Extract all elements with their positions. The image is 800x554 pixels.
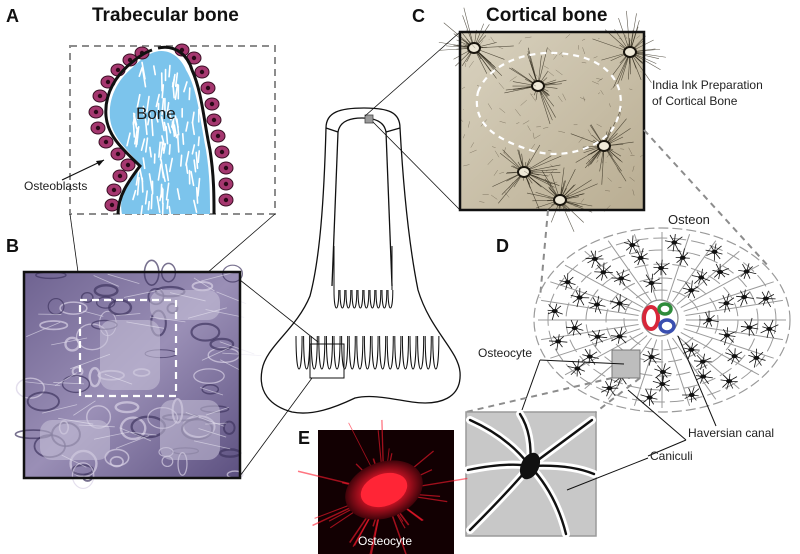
cortical-micrograph xyxy=(438,7,666,232)
panel-e-letter: E xyxy=(298,428,311,448)
bone-label: Bone xyxy=(136,104,176,123)
india-ink-caption-line1: India Ink Preparation xyxy=(652,78,763,92)
trabecular-zoom-box xyxy=(69,45,276,215)
panel-a-letter: A xyxy=(6,6,19,26)
osteon-label: Osteon xyxy=(668,212,710,227)
long-bone-outline xyxy=(260,107,461,414)
label-pointers xyxy=(521,335,717,457)
haversian-canal xyxy=(641,299,679,337)
guide-c-d-left xyxy=(539,209,549,299)
osteon-schematic xyxy=(533,227,791,413)
osteoblast-pointer-head xyxy=(96,160,104,166)
india-ink-caption-line2: of Cortical Bone xyxy=(652,94,738,108)
connector-b-bone-top xyxy=(239,279,319,343)
trabecular-sample-box xyxy=(309,343,345,379)
osteocyte-cell-body xyxy=(519,452,541,480)
osteocyte-micrograph-label: Osteocyte xyxy=(358,534,413,548)
caniculi-pointer xyxy=(566,457,649,491)
osteon-outline-dashed xyxy=(475,51,622,155)
trabecular-schematic xyxy=(61,43,234,222)
lacuna-zoom xyxy=(464,410,649,538)
connector-bone-c-top xyxy=(364,31,461,117)
connector-a-b-left xyxy=(69,213,79,273)
panel-c-letter: C xyxy=(412,6,425,26)
panel-b-letter: B xyxy=(6,236,19,256)
osteocyte-label: Osteocyte xyxy=(478,346,533,360)
trabecular-micrograph xyxy=(14,259,262,490)
histology-texture xyxy=(14,259,262,490)
bone-lamellae xyxy=(126,61,201,222)
bone-surface-left xyxy=(104,48,153,215)
osteoblast-cells xyxy=(88,43,234,212)
bone-surface-right xyxy=(157,45,216,215)
guide-c-d-right xyxy=(643,129,771,269)
caniculi-label: Caniculi xyxy=(650,449,693,463)
micrograph-zoom-box xyxy=(78,298,178,398)
guide-d-zoom-right xyxy=(595,377,641,413)
osteoblast-pointer xyxy=(61,159,105,181)
trabecular-loops xyxy=(295,246,440,370)
india-ink-texture xyxy=(438,7,666,232)
fluorescence-micrograph xyxy=(297,419,468,554)
panel-d-letter: D xyxy=(496,236,509,256)
haversian-canal-label: Haversian canal xyxy=(688,426,775,440)
cortical-sample-box xyxy=(364,114,374,124)
connector-bone-c-bottom xyxy=(372,121,461,211)
trabecular-bone-title: Trabecular bone xyxy=(92,5,239,26)
cortical-bone-title: Cortical bone xyxy=(486,5,608,26)
connector-b-bone-bottom xyxy=(239,377,313,477)
guide-d-zoom-left xyxy=(465,377,613,413)
osteoblasts-label: Osteoblasts xyxy=(24,179,88,193)
